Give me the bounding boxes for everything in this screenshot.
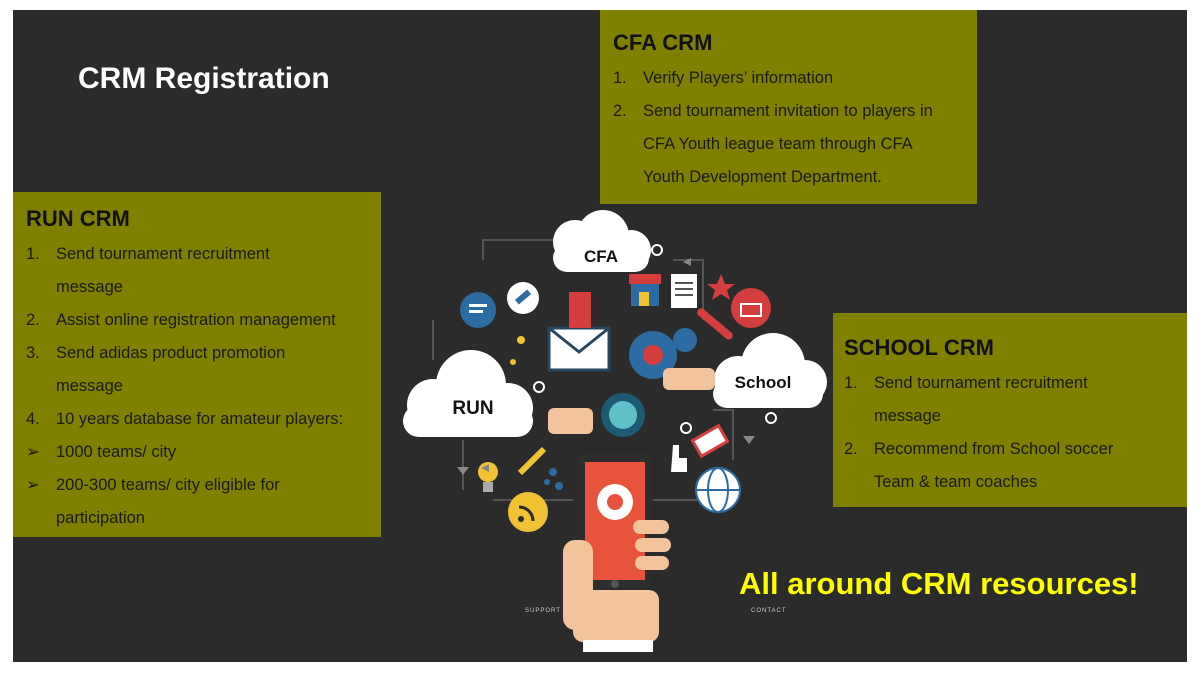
list-text: Send adidas product promotion [56, 344, 286, 362]
cloud-run-label: RUN [452, 398, 493, 419]
cloud-school: School [713, 333, 827, 408]
list-text: CFA Youth league team through CFA [643, 135, 913, 153]
decorative-dots [510, 336, 563, 490]
list-item: 2. Send tournament invitation to players … [613, 95, 977, 128]
list-text: Team & team coaches [874, 473, 1038, 491]
list-item: message [26, 271, 381, 304]
wrench-icon [697, 308, 733, 340]
list-marker: 2. [613, 102, 627, 120]
school-crm-list: 1. Send tournament recruitment message 2.… [844, 367, 1187, 499]
list-marker: ➢ [26, 443, 40, 461]
cfa-crm-heading: CFA CRM [613, 30, 713, 55]
contact-label: CONTACT [751, 608, 787, 614]
list-item: 1. Send tournament recruitment [844, 367, 1187, 400]
tag-icon [690, 423, 730, 459]
slide-title: CRM Registration [78, 62, 330, 95]
list-item: ➢ 1000 teams/ city [26, 436, 381, 469]
small-gear-icon [533, 244, 777, 434]
smartphone-icon [578, 452, 652, 592]
document-icon [671, 274, 697, 308]
cloud-cfa: CFA [553, 210, 651, 272]
list-marker: 2. [26, 311, 40, 329]
cfa-crm-list: 1. Verify Players’ information 2. Send tou… [613, 62, 977, 194]
list-marker: 1. [26, 245, 40, 263]
basket-icon [731, 288, 771, 328]
list-text: Youth Development Department. [643, 168, 882, 186]
rss-icon [508, 492, 548, 532]
list-text: Recommend from School soccer [874, 440, 1114, 458]
list-text: Send tournament recruitment [56, 245, 270, 263]
list-marker: 1. [844, 374, 858, 392]
list-text: Assist online registration management [56, 311, 336, 329]
list-text: 10 years database for amateur players: [56, 410, 344, 428]
list-item: 2. Assist online registration management [26, 304, 381, 337]
list-text: Verify Players’ information [643, 69, 834, 87]
store-icon [629, 274, 661, 306]
arrow-icons [457, 258, 755, 475]
cloud-run: RUN [403, 350, 533, 437]
list-item: 3. Send adidas product promotion [26, 337, 381, 370]
lens-icon [601, 393, 645, 437]
hand-icon [663, 368, 715, 390]
hand-icon [548, 408, 593, 434]
school-crm-box: SCHOOL CRM 1. Send tournament recruitment… [833, 313, 1187, 507]
list-item: Youth Development Department. [613, 161, 977, 194]
satellite-icon [507, 282, 539, 314]
run-crm-heading: RUN CRM [26, 206, 130, 231]
list-item: participation [26, 502, 381, 535]
list-item: Team & team coaches [844, 466, 1187, 499]
slide: CRM Registration CFA CRM 1. Verify Player… [13, 10, 1187, 662]
list-text: Send tournament invitation to players in [643, 102, 933, 120]
list-marker: 3. [26, 344, 40, 362]
list-item: 1. Send tournament recruitment [26, 238, 381, 271]
cloud-school-label: School [735, 373, 792, 392]
list-text: message [874, 407, 941, 425]
list-text: message [56, 377, 123, 395]
list-item: 4. 10 years database for amateur players: [26, 403, 381, 436]
list-text: 200-300 teams/ city eligible for [56, 476, 280, 494]
list-item: message [844, 400, 1187, 433]
tagline: All around CRM resources! [739, 566, 1139, 601]
list-text: 1000 teams/ city [56, 443, 177, 461]
cfa-crm-box: CFA CRM 1. Verify Players’ information 2.… [600, 10, 977, 204]
school-crm-heading: SCHOOL CRM [844, 335, 994, 360]
list-marker: ➢ [26, 476, 40, 494]
chat-icon [460, 292, 496, 328]
crm-illustration: CFA RUN School [403, 210, 827, 652]
list-marker: 2. [844, 440, 858, 458]
star-icon [707, 274, 735, 300]
cloud-cfa-label: CFA [584, 247, 618, 266]
list-item: message [26, 370, 381, 403]
envelope-icon [547, 292, 611, 372]
pencil-icon [517, 446, 547, 476]
list-marker: 1. [613, 69, 627, 87]
list-item: ➢ 200-300 teams/ city eligible for [26, 469, 381, 502]
list-text: participation [56, 509, 145, 527]
globe-icon [695, 467, 741, 513]
run-crm-list: 1. Send tournament recruitment message 2.… [26, 238, 381, 535]
list-item: 2. Recommend from School soccer [844, 433, 1187, 466]
list-marker: 4. [26, 410, 40, 428]
cursor-icon [671, 445, 687, 472]
hand-holding-phone-icon [563, 520, 671, 652]
list-text: Send tournament recruitment [874, 374, 1088, 392]
support-label: SUPPORT [525, 608, 561, 614]
run-crm-box: RUN CRM 1. Send tournament recruitment me… [13, 192, 381, 537]
list-text: message [56, 278, 123, 296]
gear-icon [629, 328, 697, 379]
list-item: CFA Youth league team through CFA [613, 128, 977, 161]
list-item: 1. Verify Players’ information [613, 62, 977, 95]
